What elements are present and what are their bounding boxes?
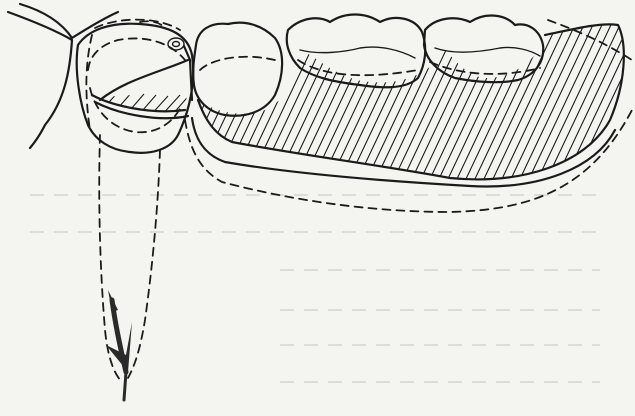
premolar-crown xyxy=(193,23,282,116)
abutment-inner-dashed xyxy=(90,88,182,132)
neighbor-cusp-line xyxy=(20,4,118,38)
root-outline-dashed-right xyxy=(128,150,160,378)
neighbor-tooth-outline xyxy=(8,12,72,148)
second-molar-cusp-ridge xyxy=(435,47,540,56)
premolar-cervical-dashed xyxy=(200,57,275,70)
molar-cusp-ridge xyxy=(300,47,415,58)
path-of-removal-arrow xyxy=(106,290,132,400)
root-apex-dashed xyxy=(86,35,92,130)
abutment-tooth xyxy=(77,24,194,153)
rest-loop xyxy=(168,38,184,50)
molar-cervical-dashed xyxy=(298,60,418,75)
denture-saddle-hatched xyxy=(150,10,635,200)
